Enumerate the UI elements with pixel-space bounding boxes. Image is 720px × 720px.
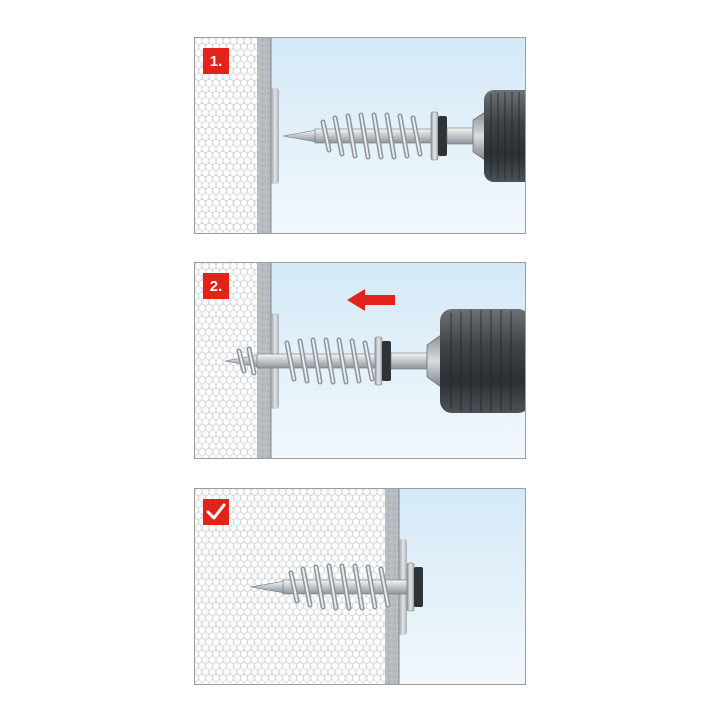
screw (250, 563, 408, 611)
checkmark-icon (206, 503, 226, 520)
screw (224, 337, 378, 385)
step-2-illustration (195, 263, 525, 458)
plaster-layer (257, 38, 271, 233)
insulation-disc (271, 88, 279, 184)
seal-ring (414, 567, 423, 607)
arrow-left-icon (347, 289, 395, 311)
drill-bit (446, 127, 474, 145)
step-3-illustration (195, 489, 525, 684)
washer (430, 111, 439, 161)
drill-chuck (472, 90, 525, 182)
step-1-badge: 1. (203, 48, 229, 74)
step-1-illustration (195, 38, 525, 233)
seal-ring (382, 341, 391, 381)
drill-chuck (426, 309, 525, 413)
drill-bit (390, 352, 428, 370)
washer (406, 562, 415, 612)
step-1-panel: 1. (194, 37, 526, 234)
washer (374, 336, 383, 386)
step-3-badge (203, 499, 229, 525)
seal-ring (438, 116, 447, 156)
step-2-badge: 2. (203, 273, 229, 299)
step-2-panel: 2. (194, 262, 526, 459)
step-3-panel (194, 488, 526, 685)
